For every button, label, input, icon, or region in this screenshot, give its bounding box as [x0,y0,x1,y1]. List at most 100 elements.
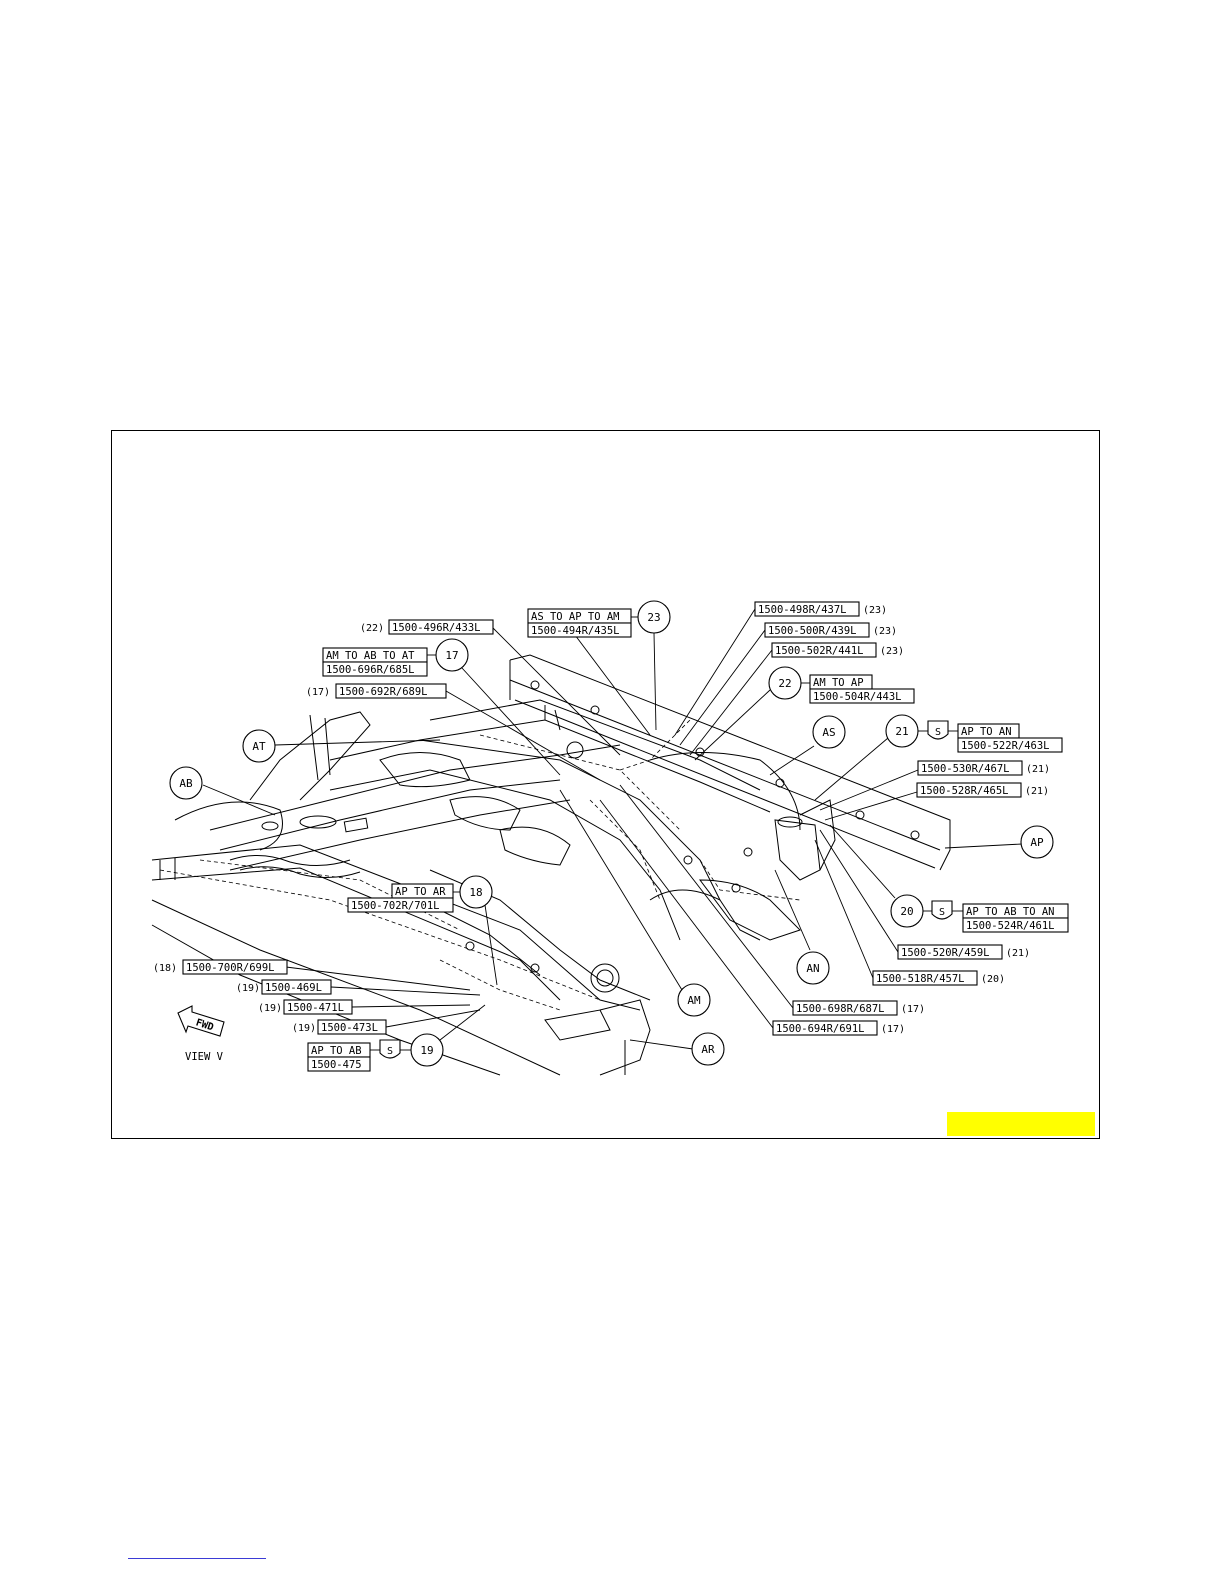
part-an-marker: AN [796,951,830,985]
svg-text:(19): (19) [292,1023,316,1034]
svg-text:AS TO AP TO AM: AS TO AP TO AM [531,611,620,623]
svg-text:AP TO AR: AP TO AR [395,886,446,898]
weld-step-23-marker: 23 [637,600,671,634]
svg-text:1500-700R/699L: 1500-700R/699L [186,962,275,974]
svg-text:AT: AT [252,740,266,753]
callout-1500-692: (17) 1500-692R/689L [306,683,447,699]
svg-text:AM TO AP: AM TO AP [813,677,864,689]
svg-text:(17): (17) [306,687,330,698]
svg-text:AS: AS [822,726,835,739]
svg-text:20: 20 [900,905,913,918]
svg-text:1500-500R/439L: 1500-500R/439L [768,625,857,637]
svg-text:1500-469L: 1500-469L [265,982,322,994]
callout-1500-530: 1500-530R/467L (21) [917,760,1050,776]
callout-as-to-ap-to-am: AS TO AP TO AM 1500-494R/435L [527,608,638,638]
callout-1500-500: 1500-500R/439L (23) [764,622,897,638]
svg-text:1500-692R/689L: 1500-692R/689L [339,686,428,698]
svg-text:(21): (21) [1006,948,1030,959]
callout-am-to-ab-to-at: AM TO AB TO AT 1500-696R/685L [322,647,436,677]
callout-am-to-ap: AM TO AP 1500-504R/443L [801,674,915,704]
svg-text:AM: AM [687,994,701,1007]
svg-text:AM TO AB TO AT: AM TO AB TO AT [326,650,415,662]
part-am-marker: AM [677,983,711,1017]
weld-step-20-marker: 20 [890,894,924,928]
svg-text:(21): (21) [1025,786,1049,797]
callout-ap-to-ab-to-an: AP TO AB TO AN 1500-524R/461L [962,903,1069,933]
svg-text:1500-475: 1500-475 [311,1059,362,1071]
svg-text:22: 22 [778,677,791,690]
svg-text:(21): (21) [1026,764,1050,775]
forward-arrow-icon: FWD [177,1005,225,1037]
callout-1500-520: 1500-520R/459L (21) [897,944,1030,960]
weld-step-22-marker: 22 [768,666,802,700]
svg-text:(17): (17) [901,1004,925,1015]
leader-lines [202,608,1023,1050]
svg-text:AP TO AN: AP TO AN [961,726,1012,738]
svg-text:AB: AB [179,777,193,790]
svg-text:1500-528R/465L: 1500-528R/465L [920,785,1009,797]
callout-1500-498: 1500-498R/437L (23) [754,601,887,617]
part-ap-marker: AP [1020,825,1054,859]
weld-step-18-marker: 18 [459,875,493,909]
svg-text:AR: AR [701,1043,715,1056]
svg-text:AN: AN [806,962,819,975]
svg-text:1500-696R/685L: 1500-696R/685L [326,664,415,676]
svg-text:(17): (17) [881,1024,905,1035]
svg-text:1500-520R/459L: 1500-520R/459L [901,947,990,959]
svg-text:AP: AP [1030,836,1044,849]
svg-text:1500-530R/467L: 1500-530R/467L [921,763,1010,775]
svg-text:AP TO AB: AP TO AB [311,1045,362,1057]
svg-text:1500-518R/457L: 1500-518R/457L [876,973,965,985]
weld-step-17-marker: 17 [435,638,469,672]
svg-text:1500-694R/691L: 1500-694R/691L [776,1023,865,1035]
svg-text:23: 23 [647,611,660,624]
svg-text:(23): (23) [873,626,897,637]
svg-text:(23): (23) [880,646,904,657]
svg-text:1500-702R/701L: 1500-702R/701L [351,900,440,912]
part-at-marker: AT [242,729,276,763]
underbody-drawing [151,654,951,1076]
callout-ap-to-ab: AP TO AB 1500-475 [307,1042,371,1072]
callout-ap-to-ar: AP TO AR 1500-702R/701L [347,883,460,913]
callout-ap-to-an: AP TO AN 1500-522R/463L [957,723,1063,753]
weld-step-19-marker: 19 [410,1033,444,1067]
sealer-shield-19: S [370,1039,411,1059]
svg-text:1500-522R/463L: 1500-522R/463L [961,740,1050,752]
svg-text:17: 17 [445,649,458,662]
sealer-shield-21: S [918,720,958,740]
callout-1500-496: (22) 1500-496R/433L [360,619,494,635]
footer-rule [128,1558,266,1559]
svg-text:1500-502R/441L: 1500-502R/441L [775,645,864,657]
highlight-box [947,1112,1095,1136]
part-as-marker: AS [812,715,846,749]
svg-text:(19): (19) [236,983,260,994]
svg-text:(19): (19) [258,1003,282,1014]
svg-text:1500-471L: 1500-471L [287,1002,344,1014]
svg-text:FWD: FWD [194,1017,215,1033]
svg-text:(20): (20) [981,974,1005,985]
svg-text:1500-698R/687L: 1500-698R/687L [796,1003,885,1015]
svg-text:19: 19 [420,1044,433,1057]
callout-1500-469: (19) 1500-469L [236,979,332,995]
callout-1500-473: (19) 1500-473L [292,1019,387,1035]
svg-text:S: S [935,727,941,738]
callout-1500-698: 1500-698R/687L (17) [792,1000,925,1016]
svg-text:21: 21 [895,725,908,738]
svg-text:1500-498R/437L: 1500-498R/437L [758,604,847,616]
callout-1500-528: 1500-528R/465L (21) [916,782,1049,798]
svg-text:(18): (18) [153,963,177,974]
svg-text:S: S [387,1046,393,1057]
sealer-shield-20: S [923,900,963,920]
svg-text:18: 18 [469,886,482,899]
callout-1500-518: 1500-518R/457L (20) [872,970,1005,986]
svg-text:1500-504R/443L: 1500-504R/443L [813,691,902,703]
part-ab-marker: AB [169,766,203,800]
view-label: VIEW V [185,1051,224,1063]
svg-text:S: S [939,907,945,918]
svg-text:1500-473L: 1500-473L [321,1022,378,1034]
svg-text:1500-496R/433L: 1500-496R/433L [392,622,481,634]
callout-1500-502: 1500-502R/441L (23) [771,642,904,658]
svg-text:1500-524R/461L: 1500-524R/461L [966,920,1055,932]
diagram-frame [111,430,1100,1139]
